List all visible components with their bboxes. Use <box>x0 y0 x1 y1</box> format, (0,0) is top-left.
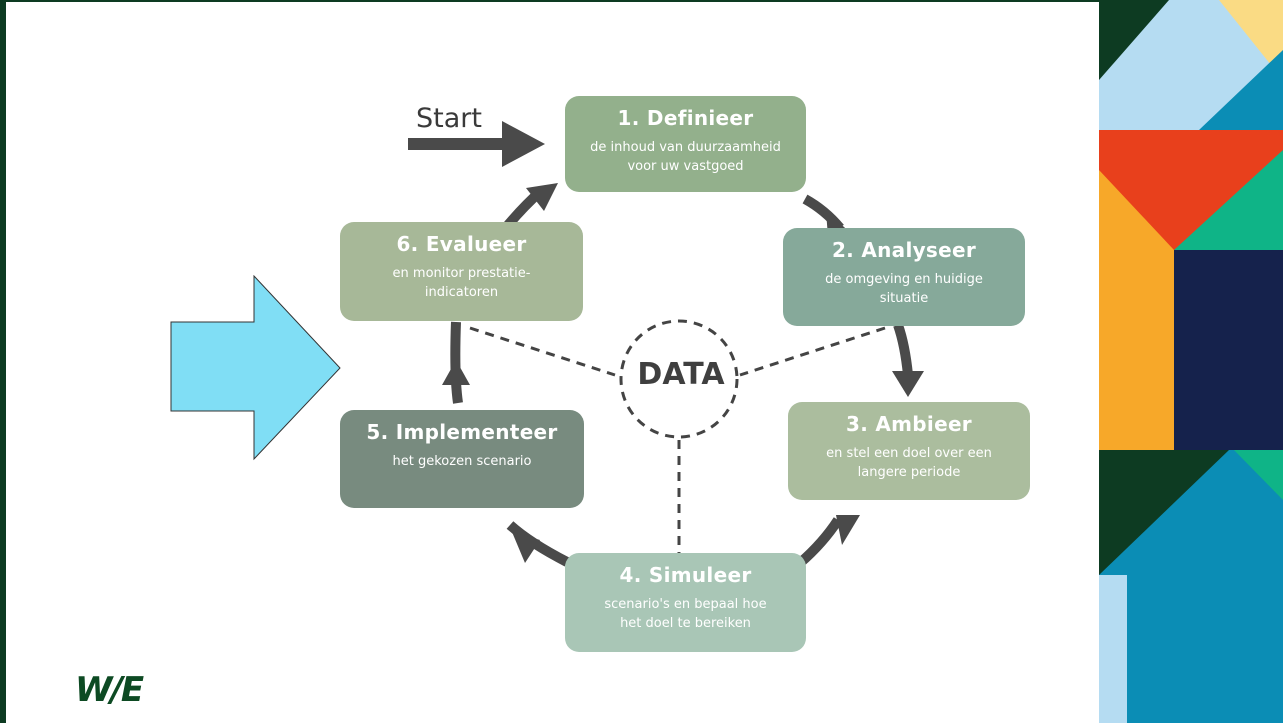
step-desc-line: het gekozen scenario <box>392 454 532 469</box>
step-desc-line: indicatoren <box>424 285 499 300</box>
step-desc-line: de inhoud van duurzaamheid <box>590 140 781 155</box>
step-title: 2. Analyseer <box>831 238 977 262</box>
step-description: scenario's en bepaal hoe het doel te ber… <box>565 595 806 633</box>
step-title: 6. Evalueer <box>396 232 527 256</box>
step-desc-line: scenario's en bepaal hoe <box>604 597 767 612</box>
start-arrow-icon <box>408 121 545 167</box>
step-title: 5. Implementeer <box>366 420 558 444</box>
top-border <box>0 0 1283 2</box>
step-desc-line: het doel te bereiken <box>620 616 751 631</box>
left-border <box>0 0 6 723</box>
we-logo: W/E <box>75 670 144 710</box>
step-description: en monitor prestatie- indicatoren <box>340 264 583 302</box>
step-desc-line: voor uw vastgoed <box>627 159 744 174</box>
data-center-label: DATA <box>637 357 725 392</box>
step-desc-line: situatie <box>879 291 929 306</box>
step-title: 1. Definieer <box>617 106 754 130</box>
step-description: het gekozen scenario <box>340 452 584 471</box>
step-definieer: 1. Definieer de inhoud van duurzaamheid … <box>565 96 806 192</box>
cycle-arrows <box>408 121 924 567</box>
step-desc-line: langere periode <box>857 465 961 480</box>
step-evalueer: 6. Evalueer en monitor prestatie- indica… <box>340 222 583 321</box>
decorative-geometric-panel <box>1099 0 1283 723</box>
step-title: 3. Ambieer <box>846 412 972 436</box>
step-desc-line: en stel een doel over een <box>826 446 992 461</box>
step-implementeer: 5. Implementeer het gekozen scenario <box>340 410 584 508</box>
step-desc-line: en monitor prestatie- <box>392 266 531 281</box>
step-ambieer: 3. Ambieer en stel een doel over een lan… <box>788 402 1030 500</box>
step-description: de inhoud van duurzaamheid voor uw vastg… <box>565 138 806 176</box>
step-description: en stel een doel over een langere period… <box>788 444 1030 482</box>
step-desc-line: de omgeving en huidige <box>825 272 983 287</box>
step-title: 4. Simuleer <box>619 563 752 587</box>
step-analyseer: 2. Analyseer de omgeving en huidige situ… <box>783 228 1025 326</box>
pointer-arrow-icon <box>170 275 341 461</box>
start-label: Start <box>416 103 482 134</box>
step-description: de omgeving en huidige situatie <box>783 270 1025 308</box>
step-simuleer: 4. Simuleer scenario's en bepaal hoe het… <box>565 553 806 652</box>
